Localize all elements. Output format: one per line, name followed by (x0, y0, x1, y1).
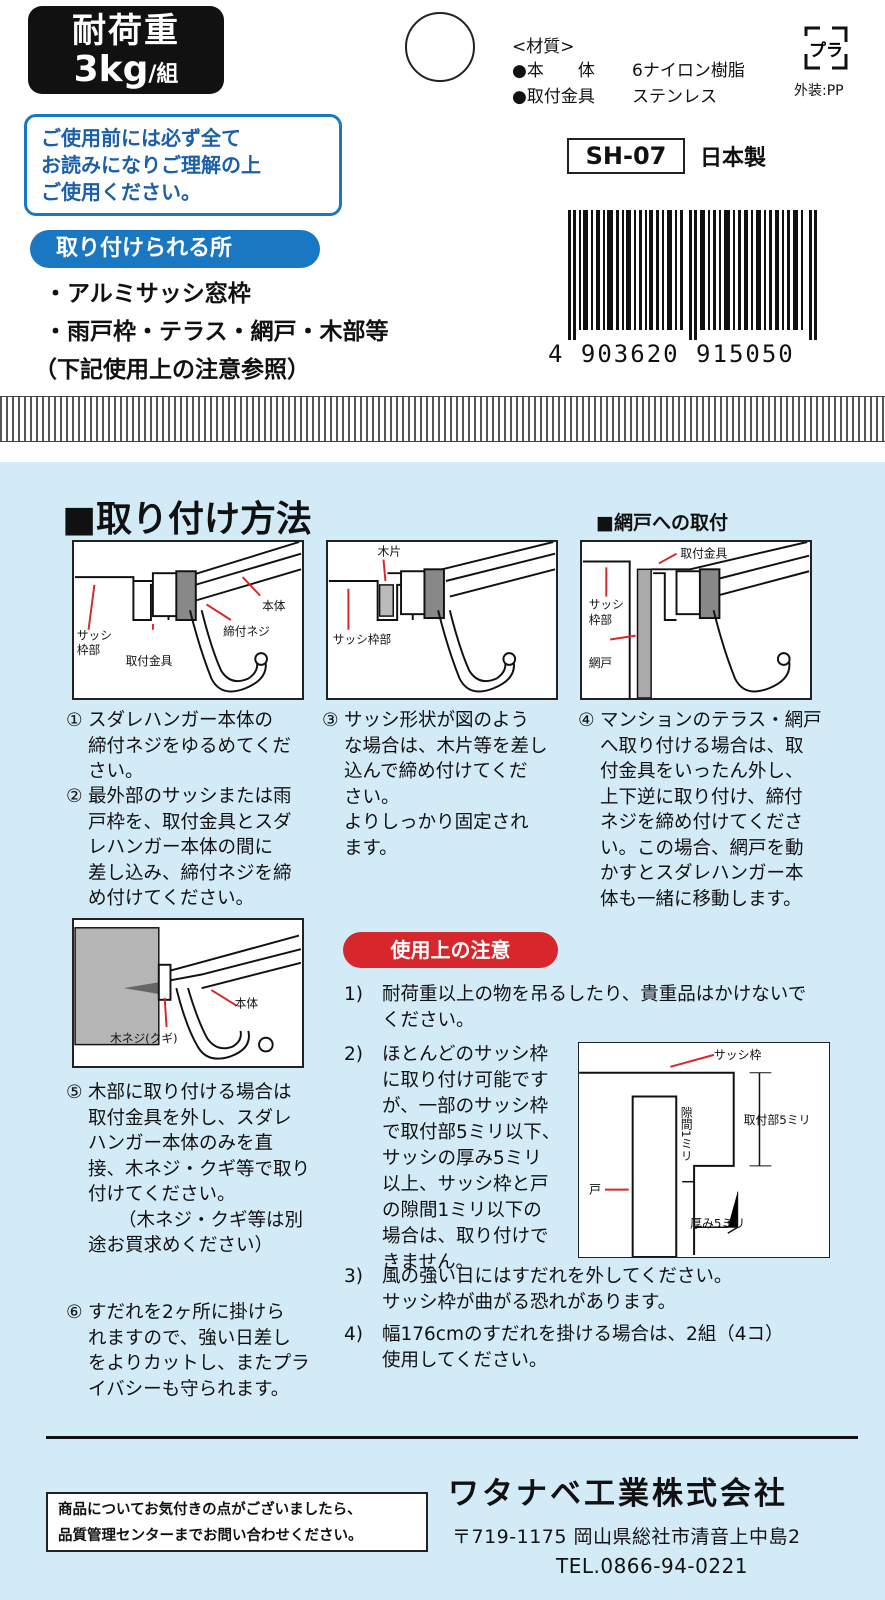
screen-door-title: ■網戸への取付 (596, 512, 728, 534)
usage-caution-banner: 使用上の注意 (343, 932, 558, 968)
materials-title: <材質> (512, 37, 575, 57)
inquiry-notice: 商品についてお気付きの点がございましたら、 品質管理センターまでお問い合わせくだ… (46, 1492, 428, 1552)
figure-sash-mount: 本体 サッシ 枠部 取付金具 締付ネジ (72, 540, 304, 700)
svg-text:枠部: 枠部 (77, 643, 101, 657)
material-row-2: ●取付金具ステンレス (512, 87, 717, 107)
load-label: 耐荷重 (72, 11, 180, 51)
svg-text:サッシ: サッシ (589, 597, 624, 611)
pla-recycle-icon: プラ (804, 26, 848, 70)
barcode-number: 4 903620 915050 (548, 340, 795, 368)
usage-note-2: 2)ほとんどのサッシ枠 に取り付け可能です が、一部のサッシ枠 で取付部5ミリ以… (344, 1044, 561, 1273)
mount-location-3: （下記使用上の注意参照） (34, 357, 310, 383)
usage-note-3: 3)風の強い日にはすだれを外してください。 サッシ枠が曲がる恐れがあります。 (344, 1266, 733, 1313)
hang-hole (405, 12, 475, 82)
install-method-title: ■取り付け方法 (62, 499, 313, 540)
figure-screen-door: 取付金具 サッシ 枠部 網戸 (580, 540, 812, 700)
company-tel: TEL.0866-94-0221 (556, 1554, 749, 1578)
load-value: 3kg/組 (73, 49, 179, 90)
mount-location-1: ・アルミサッシ窓枠 (44, 281, 251, 307)
svg-text:取付部5ミリ: 取付部5ミリ (744, 1113, 811, 1127)
svg-text:本体: 本体 (262, 599, 286, 613)
svg-text:取付金具: 取付金具 (126, 654, 173, 668)
svg-text:サッシ: サッシ (77, 629, 112, 643)
svg-text:隙間1ミリ: 隙間1ミリ (679, 1106, 693, 1162)
usage-note-4: 4)幅176cmのすだれを掛ける場合は、2組（4コ） 使用してください。 (344, 1324, 784, 1371)
made-in-label: 日本製 (700, 146, 767, 171)
model-number: SH-07 (567, 138, 685, 174)
svg-text:網戸: 網戸 (589, 656, 612, 670)
svg-text:枠部: 枠部 (589, 613, 613, 627)
svg-text:厚み5ミリ: 厚み5ミリ (690, 1216, 745, 1230)
perforation-band (0, 396, 885, 442)
svg-text:木片: 木片 (378, 545, 401, 559)
mount-locations-banner: 取り付けられる所 (30, 230, 320, 268)
svg-text:締付ネジ: 締付ネジ (223, 625, 270, 639)
svg-text:プラ: プラ (809, 40, 843, 61)
load-capacity-badge: 耐荷重 3kg/組 (28, 6, 224, 94)
outer-packaging-label: 外装:PP (794, 83, 844, 99)
svg-text:本体: 本体 (235, 997, 259, 1011)
usage-note-1: 1)耐荷重以上の物を吊るしたり、貴重品はかけないで ください。 (344, 984, 807, 1031)
company-address: 〒719-1175 岡山県総社市清音上中島2 (452, 1526, 801, 1548)
read-before-use-box: ご使用前には必ず全て お読みになりご理解の上 ご使用ください。 (24, 114, 342, 216)
barcode-icon (568, 210, 817, 340)
svg-text:サッシ枠部: サッシ枠部 (333, 632, 392, 646)
svg-text:戸: 戸 (589, 1183, 601, 1197)
svg-text:木ネジ(クギ): 木ネジ(クギ) (110, 1032, 177, 1046)
figure-wood-spacer: 木片 サッシ枠部 (326, 540, 558, 700)
figure-wood-mount: 本体 木ネジ(クギ) (72, 918, 304, 1068)
mount-location-2: ・雨戸枠・テラス・網戸・木部等 (44, 319, 389, 345)
svg-text:サッシ枠: サッシ枠 (714, 1048, 762, 1062)
svg-text:取付金具: 取付金具 (680, 547, 727, 561)
sash-dimension-diagram: サッシ枠 戸 取付部5ミリ 厚み5ミリ 隙間1ミリ (578, 1042, 830, 1258)
company-name: ワタナベ工業株式会社 (448, 1476, 788, 1512)
footer-divider (46, 1436, 858, 1439)
